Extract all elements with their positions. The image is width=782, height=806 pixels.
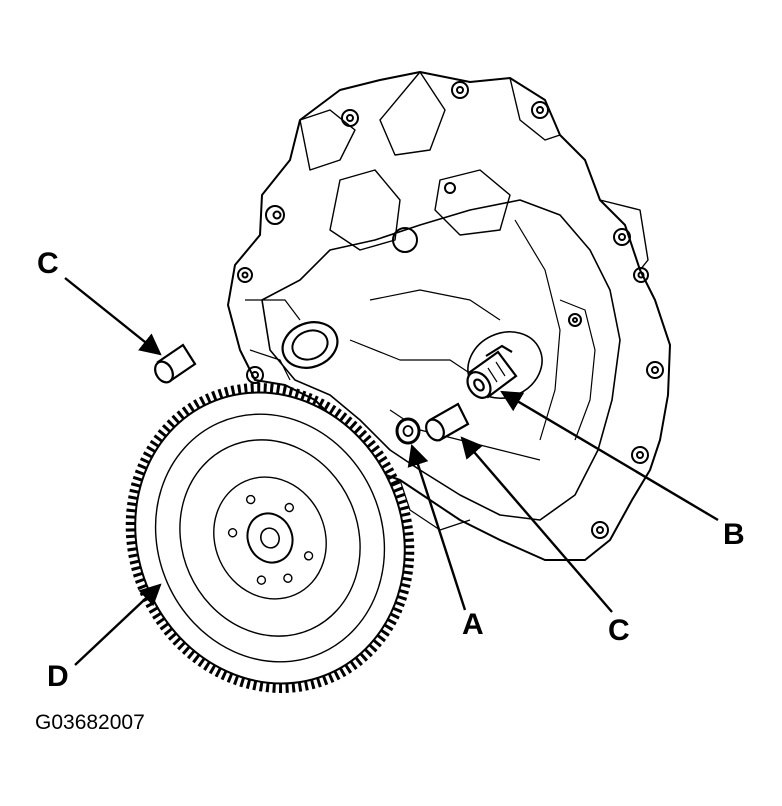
dowel-pin-loose [154, 343, 197, 384]
label-b: B [723, 518, 745, 551]
input-shaft [466, 344, 518, 399]
leader-b [500, 390, 719, 522]
leader-c-bottom [460, 436, 613, 613]
flywheel [125, 383, 415, 693]
label-a: A [462, 608, 484, 641]
leader-arrows [64, 277, 719, 666]
leader-a [407, 443, 467, 611]
washer [395, 417, 421, 445]
figure-id: G03682007 [35, 711, 145, 734]
leader-d [74, 583, 162, 666]
leader-c-top [64, 277, 162, 356]
label-c-top: C [37, 247, 59, 280]
label-c-bottom: C [608, 614, 630, 647]
label-d: D [47, 660, 69, 693]
dowel-pin-housing [425, 402, 470, 442]
